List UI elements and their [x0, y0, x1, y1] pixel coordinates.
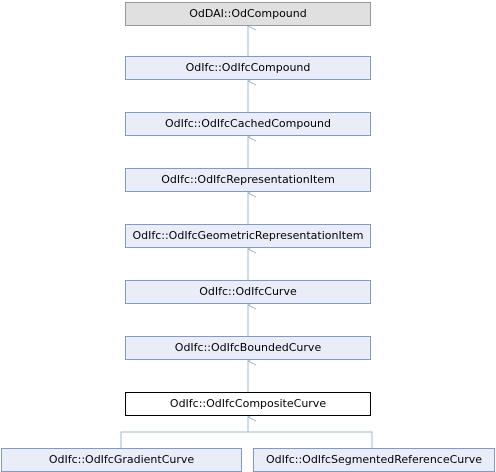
class-node-ifc-composite-curve: OdIfc::OdIfcCompositeCurve — [125, 392, 371, 416]
class-node-ifc-bounded-curve[interactable]: OdIfc::OdIfcBoundedCurve — [125, 336, 371, 360]
class-node-ifc-gradient-curve[interactable]: OdIfc::OdIfcGradientCurve — [1, 448, 242, 472]
class-node-ifc-curve[interactable]: OdIfc::OdIfcCurve — [125, 280, 371, 304]
class-node-ifc-representation-item[interactable]: OdIfc::OdIfcRepresentationItem — [125, 168, 371, 192]
class-node-ifc-segmented-reference-curve[interactable]: OdIfc::OdIfcSegmentedReferenceCurve — [253, 448, 495, 472]
class-node-od-compound: OdDAI::OdCompound — [125, 2, 371, 26]
class-node-ifc-compound[interactable]: OdIfc::OdIfcCompound — [125, 56, 371, 80]
edge-children-to-composite — [120, 417, 373, 448]
class-node-ifc-geometric-representation-item[interactable]: OdIfc::OdIfcGeometricRepresentationItem — [125, 224, 371, 248]
class-node-ifc-cached-compound[interactable]: OdIfc::OdIfcCachedCompound — [125, 112, 371, 136]
